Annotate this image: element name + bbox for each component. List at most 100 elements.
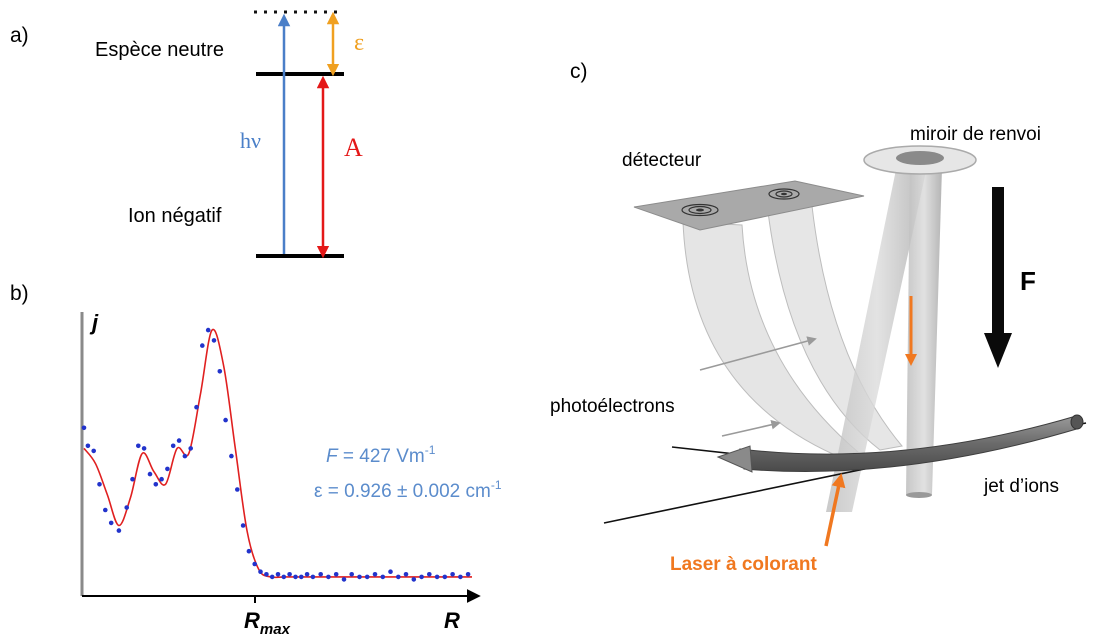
data-point	[450, 572, 455, 577]
data-point	[258, 569, 263, 574]
data-point	[211, 338, 217, 343]
field-value: = 427 Vm	[338, 446, 425, 467]
data-point	[194, 404, 199, 410]
field-exponent: -1	[425, 443, 436, 457]
data-point	[217, 369, 223, 374]
affinity-label: A	[344, 133, 363, 162]
data-point	[304, 572, 310, 577]
ion-beam-end	[1070, 414, 1084, 430]
data-point	[165, 466, 170, 472]
data-point	[310, 574, 316, 580]
data-point	[411, 577, 417, 582]
rmax-subscript: max	[260, 621, 291, 636]
photoelectrons-label: photoélectrons	[550, 396, 675, 417]
data-point	[103, 507, 108, 513]
force-label: F	[1020, 266, 1036, 296]
data-point	[465, 572, 471, 577]
data-point	[269, 574, 275, 580]
detector-ring-right	[768, 188, 800, 200]
detector-plate	[633, 180, 865, 231]
ion-beam-label: jet d’ions	[983, 476, 1059, 497]
data-point	[130, 476, 135, 482]
laser-beam-foot	[906, 492, 932, 498]
data-points	[81, 327, 471, 582]
data-point	[85, 443, 91, 449]
data-point	[108, 520, 114, 526]
negative-ion-label: Ion négatif	[128, 205, 222, 227]
detector-ring-left	[681, 203, 719, 217]
field-symbol: F	[326, 446, 339, 467]
laser-beam-incoming	[826, 150, 928, 512]
data-point	[170, 443, 176, 449]
mirror-disc-inner	[896, 151, 944, 165]
data-point	[293, 574, 298, 580]
dye-laser-arrow	[824, 473, 846, 547]
data-point	[357, 574, 362, 580]
epsilon-exponent: -1	[491, 478, 502, 492]
panel-c-label: c)	[570, 60, 588, 83]
x-axis-label: R	[444, 608, 460, 633]
data-point	[372, 572, 378, 577]
data-point	[264, 572, 269, 577]
data-point	[229, 453, 234, 459]
data-point	[159, 476, 164, 482]
data-point	[147, 471, 153, 477]
rmax-label: Rmax	[244, 608, 291, 636]
force-arrow-shaft	[992, 187, 1004, 335]
data-point	[341, 577, 347, 582]
photoelectron-trajectory-right	[767, 205, 903, 451]
data-point	[419, 574, 424, 580]
data-point	[200, 343, 205, 348]
epsilon-annotation: ε = 0.926 ± 0.002 cm-1	[314, 478, 502, 502]
data-point	[299, 574, 304, 580]
detector-label: détecteur	[622, 150, 702, 171]
data-point	[182, 453, 188, 459]
data-point	[235, 487, 240, 492]
fit-curve	[83, 328, 472, 579]
photoelectron-pointer-lower	[721, 420, 781, 437]
data-point	[349, 572, 355, 577]
data-point	[136, 443, 141, 449]
field-annotation: F = 427 Vm-1	[326, 443, 436, 467]
dye-laser-label: Laser à colorant	[670, 554, 817, 575]
data-point	[124, 505, 129, 510]
panel-b: b) j R Rmax F = 427 Vm-1 ε = 0.926 ± 0.0…	[10, 282, 502, 636]
laser-beam-reflected	[906, 160, 942, 495]
data-point	[403, 572, 409, 577]
data-point	[380, 574, 386, 580]
data-point	[458, 574, 463, 580]
data-point	[281, 574, 287, 580]
data-point	[205, 327, 211, 333]
data-point	[318, 572, 324, 577]
rmax-main: R	[244, 608, 260, 633]
data-point	[326, 574, 331, 580]
data-point	[434, 574, 440, 580]
mirror-label: miroir de renvoi	[910, 124, 1041, 145]
data-point	[141, 446, 147, 451]
neutral-species-label: Espèce neutre	[95, 39, 224, 61]
ion-beam-cone	[716, 445, 753, 473]
panel-b-label: b)	[10, 282, 29, 305]
data-point	[442, 574, 448, 580]
data-point	[91, 448, 96, 454]
data-point	[287, 572, 292, 577]
data-point	[246, 548, 252, 554]
data-point	[388, 569, 393, 574]
data-point	[427, 572, 432, 577]
data-point	[176, 438, 182, 443]
panel-c: c) détecteur miroir de renvoi F	[550, 60, 1087, 575]
data-point	[116, 528, 122, 533]
data-point	[396, 574, 401, 580]
epsilon-label: ε	[354, 30, 364, 56]
data-point	[240, 523, 246, 528]
epsilon-symbol: ε	[314, 481, 323, 502]
panel-a: a) Espèce neutre Ion négatif hν A ε	[10, 10, 364, 259]
data-point	[252, 561, 257, 567]
data-point	[275, 572, 281, 577]
epsilon-value: = 0.926 ± 0.002 cm	[322, 481, 490, 502]
data-point	[81, 425, 87, 431]
data-point	[223, 417, 228, 423]
data-point	[97, 482, 102, 487]
